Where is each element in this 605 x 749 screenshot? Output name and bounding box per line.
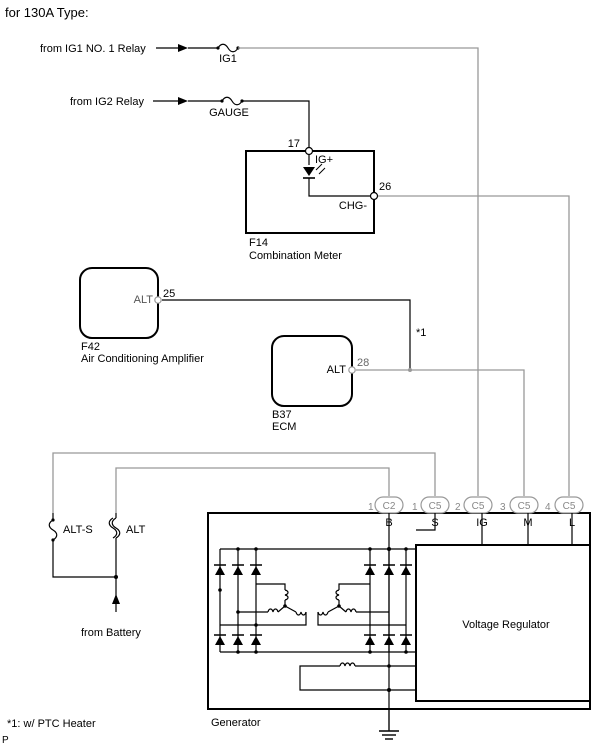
voltage-regulator-label: Voltage Regulator (462, 619, 550, 631)
alt-fuse-label: ALT (126, 524, 146, 536)
ac-alt-wire (162, 299, 411, 370)
ac-amplifier-pin (154, 296, 162, 304)
charge-warning-led-icon (303, 163, 326, 179)
meter-code: F14 (249, 237, 268, 249)
ecm-pin-number: 28 (357, 357, 369, 369)
diagram-title: for 130A Type: (5, 5, 89, 20)
ig2-arrow-icon (153, 97, 188, 105)
page-marker: P (2, 735, 9, 746)
svg-text:4: 4 (545, 502, 551, 513)
combination-meter-box (245, 150, 375, 234)
ac-amplifier-name: Air Conditioning Amplifier (81, 353, 204, 365)
svg-text:C2: C2 (383, 501, 396, 512)
rectifier-bridge-left (214, 547, 389, 654)
meter-ig-label: IG+ (315, 154, 333, 166)
ig1-arrow-icon (156, 44, 188, 52)
ac-amplifier-pin-number: 25 (163, 288, 175, 300)
ecm-name: ECM (272, 421, 296, 433)
ground-icon (379, 709, 399, 740)
voltage-regulator-box (415, 544, 591, 702)
ig2-relay-source-label: from IG2 Relay (70, 96, 144, 108)
svg-text:3: 3 (500, 502, 506, 513)
ecm-alt-label: ALT (327, 364, 347, 376)
stator-coil-right (317, 583, 406, 626)
alt-output-wire (115, 467, 390, 513)
svg-text:1: 1 (412, 502, 418, 513)
gauge-fuse-symbol (221, 96, 243, 106)
ac-amplifier-code: F42 (81, 341, 100, 353)
svg-text:C5: C5 (429, 501, 442, 512)
battery-source-label: from Battery (81, 627, 141, 639)
meter-name: Combination Meter (249, 250, 342, 262)
splice-point (408, 368, 412, 372)
generator-label: Generator (211, 717, 261, 729)
ig1-wire (238, 47, 479, 496)
ig1-relay-source-label: from IG1 NO. 1 Relay (40, 43, 146, 55)
ecm-alt-pin (348, 366, 356, 374)
meter-chg-pin-number: 26 (379, 181, 391, 193)
gauge-fuse-label: GAUGE (209, 107, 249, 119)
svg-text:C5: C5 (472, 501, 485, 512)
alt-s-fuse-symbol (48, 518, 58, 542)
footnote: *1: w/ PTC Heater (7, 718, 96, 730)
svg-text:C5: C5 (563, 501, 576, 512)
ac-amplifier-alt-label: ALT (134, 294, 154, 306)
stator-coil-left (220, 583, 307, 626)
svg-text:2: 2 (455, 502, 461, 513)
svg-text:C5: C5 (518, 501, 531, 512)
alt-s-fuse-label: ALT-S (63, 524, 93, 536)
svg-text:1: 1 (368, 502, 374, 513)
rotor-field-coil (299, 662, 416, 691)
ig1-fuse-label: IG1 (219, 53, 237, 65)
ptc-heater-note-marker: *1 (416, 327, 426, 339)
ecm-code: B37 (272, 409, 292, 421)
meter-chg-pin (369, 191, 379, 201)
meter-chg-label: CHG- (339, 200, 367, 212)
ecm-alt-wire (356, 369, 525, 496)
alt-fusible-link-symbol (108, 517, 121, 539)
meter-ig-pin-number: 17 (288, 138, 300, 150)
chg-wire (378, 195, 570, 496)
rectifier-bridge-right (364, 547, 416, 654)
battery-arrow-icon (112, 594, 120, 604)
gauge-wire (242, 100, 310, 147)
meter-ig-pin (304, 146, 314, 156)
ig1-fuse-symbol (217, 43, 239, 53)
alt-s-sense-wire (52, 452, 436, 513)
